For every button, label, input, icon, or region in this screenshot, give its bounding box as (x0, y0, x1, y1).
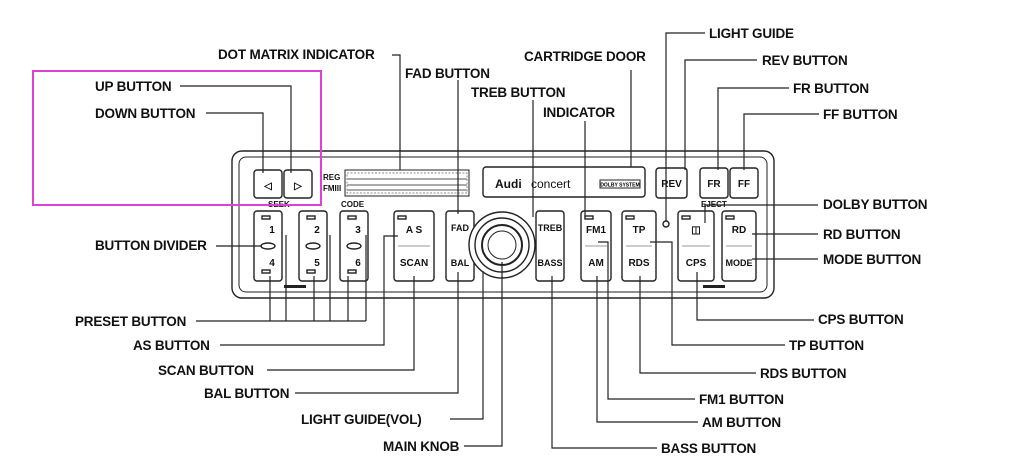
leader-lines (180, 32, 819, 449)
main-knob[interactable] (468, 211, 536, 279)
rev-button[interactable] (655, 167, 688, 199)
treb-label: TREB (538, 223, 563, 233)
light-guide-indicator (662, 220, 670, 228)
radio-faceplate: ◁ ▷ REG FMIII Audi concert DOLBY SYSTEM … (231, 150, 775, 299)
reg-indicator: REG (323, 173, 340, 182)
label-down-button: DOWN BUTTON (95, 106, 195, 121)
button-divider (346, 242, 362, 250)
label-fm1-button: FM1 BUTTON (699, 392, 784, 407)
label-treb-button: TREB BUTTON (471, 85, 565, 100)
label-fr-button: FR BUTTON (793, 81, 869, 96)
bass-label: BASS (537, 258, 562, 268)
label-preset-button: PRESET BUTTON (75, 314, 186, 329)
fm-indicator: FMIII (323, 184, 341, 193)
preset-1-label: 1 (269, 225, 275, 236)
down-arrow-icon: ▷ (293, 181, 303, 192)
label-am-button: AM BUTTON (702, 415, 781, 430)
label-up-button: UP BUTTON (95, 79, 171, 94)
as-label: A S (406, 225, 423, 236)
label-rds-button: RDS BUTTON (760, 366, 846, 381)
mode-label: MODE (726, 258, 753, 268)
label-cps-button: CPS BUTTON (818, 312, 904, 327)
highlight-box (32, 70, 322, 206)
label-light-guide: LIGHT GUIDE (709, 26, 794, 41)
rd-label: RD (732, 225, 746, 236)
label-mode-button: MODE BUTTON (823, 252, 921, 267)
cps-label: CPS (686, 258, 707, 269)
down-button[interactable] (283, 169, 313, 199)
label-rd-button: RD BUTTON (823, 227, 900, 242)
button-divider (305, 242, 321, 250)
treb-bass-button[interactable] (535, 210, 565, 282)
up-button[interactable] (253, 169, 283, 199)
preset-5-label: 5 (314, 258, 320, 269)
label-as-button: AS BUTTON (133, 338, 210, 353)
label-light-guide-vol: LIGHT GUIDE(VOL) (301, 412, 422, 427)
bal-label: BAL (451, 258, 470, 268)
label-button-divider: BUTTON DIVIDER (95, 238, 207, 253)
label-fad-button: FAD BUTTON (405, 66, 490, 81)
up-arrow-icon: ◁ (263, 181, 272, 192)
dolby-logo-text: DOLBY SYSTEM (600, 183, 639, 189)
label-tp-button: TP BUTTON (789, 338, 864, 353)
preset-2-label: 2 (314, 225, 320, 236)
rds-label: RDS (628, 258, 649, 269)
preset-3-label: 3 (355, 225, 361, 236)
rev-label: REV (661, 179, 682, 190)
label-cartridge-door: CARTRIDGE DOOR (524, 49, 646, 64)
label-dolby-button: DOLBY BUTTON (823, 197, 927, 212)
label-ff-button: FF BUTTON (823, 107, 897, 122)
label-dot-matrix-indicator: DOT MATRIX INDICATOR (218, 47, 375, 62)
fm1-label: FM1 (586, 225, 606, 236)
audi-logo: Audi (495, 177, 522, 191)
preset-6-label: 6 (355, 258, 361, 269)
label-indicator: INDICATOR (543, 105, 615, 120)
callout-labels: DOT MATRIX INDICATOR UP BUTTON DOWN BUTT… (75, 26, 928, 456)
cartridge-door[interactable]: Audi concert DOLBY SYSTEM (482, 166, 646, 198)
dot-matrix-display (344, 169, 470, 197)
scan-label: SCAN (400, 258, 428, 269)
label-bal-button: BAL BUTTON (204, 386, 289, 401)
code-label: CODE (341, 200, 365, 209)
label-rev-button: REV BUTTON (762, 53, 848, 68)
fr-button[interactable] (699, 167, 729, 199)
ff-label: FF (738, 179, 750, 190)
button-divider (260, 242, 276, 250)
dolby-icon: ◫ (691, 225, 700, 236)
tp-label: TP (633, 225, 646, 236)
label-main-knob: MAIN KNOB (383, 439, 460, 454)
fr-label: FR (707, 179, 721, 190)
dolby-logo-icon (599, 179, 641, 189)
fad-label: FAD (451, 223, 470, 233)
preset-buttons: 1 2 3 4 5 6 (253, 210, 369, 282)
am-label: AM (588, 258, 604, 269)
label-scan-button: SCAN BUTTON (158, 363, 254, 378)
label-bass-button: BASS BUTTON (661, 441, 756, 456)
concert-logo: concert (531, 177, 571, 191)
preset-4-label: 4 (269, 258, 275, 269)
